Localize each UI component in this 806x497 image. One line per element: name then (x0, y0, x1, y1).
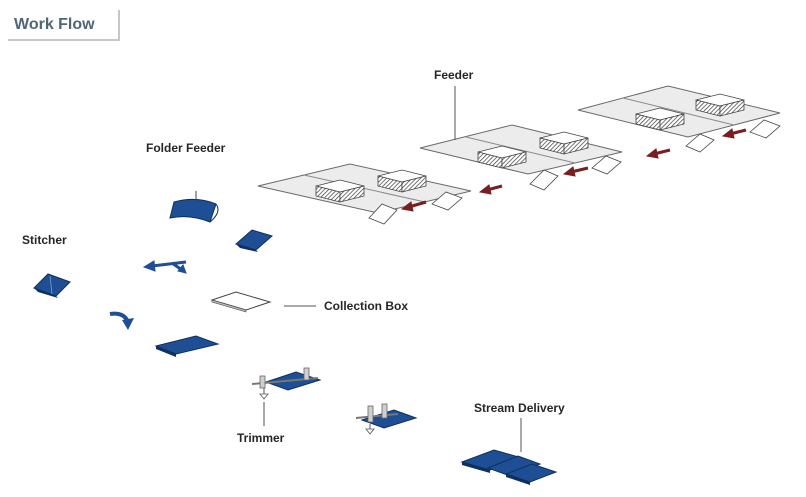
signature-wedge (368, 203, 398, 225)
paper-stack (477, 145, 527, 169)
collection-box-label: Collection Box (324, 299, 409, 313)
paper-stack (377, 169, 427, 193)
stream-delivery-label: Stream Delivery (474, 401, 565, 415)
stitcher-label: Stitcher (22, 233, 67, 247)
trimmer-label: Trimmer (237, 431, 285, 445)
trimmer-machine-2 (355, 403, 418, 435)
folder-feeder-label: Folder Feeder (146, 141, 226, 155)
signature-wedge (529, 169, 559, 191)
paper-stack (315, 179, 365, 203)
arrow-left-icon (562, 166, 589, 177)
split-flow-arrow-icon (142, 260, 187, 274)
feeder-platform-1 (257, 163, 472, 225)
arrow-left-icon (645, 148, 671, 159)
signature-wedge (685, 133, 715, 153)
signature-wedge (591, 155, 622, 175)
folder-feeder-machine (169, 191, 219, 223)
stitcher-machine (33, 273, 71, 298)
collection-box (210, 291, 272, 313)
arrow-left-icon (400, 200, 427, 212)
feeder-platform-3 (577, 85, 781, 153)
signature-wedge (749, 119, 781, 139)
signature-wedge (431, 191, 463, 211)
paper-stack (695, 93, 745, 117)
title-frame (8, 10, 120, 41)
arrow-left-icon (721, 128, 747, 139)
trimmer-machine (251, 367, 322, 400)
paper-stack (539, 131, 589, 155)
booklet-stack-blue (154, 335, 220, 357)
flow-arrows-red (400, 128, 747, 212)
signature-folded-blue (234, 229, 274, 252)
arrow-left-icon (478, 184, 503, 195)
stream-delivery-belt (460, 449, 558, 485)
feeder-label: Feeder (434, 68, 474, 82)
page-title: Work Flow (14, 16, 95, 33)
paper-stack (635, 107, 685, 131)
curved-flow-arrow-icon (109, 311, 134, 330)
feeder-platform-2 (419, 124, 623, 191)
